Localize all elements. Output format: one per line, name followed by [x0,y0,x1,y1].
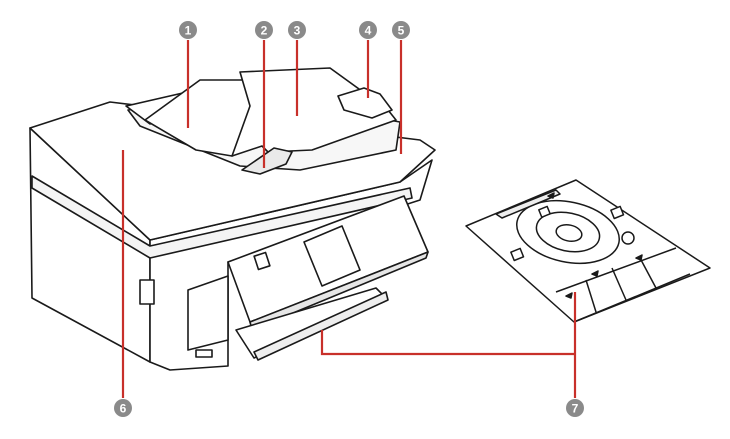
callout-4: 4 [359,21,377,39]
cd-disc-hub [555,223,583,243]
callout-number: 6 [120,402,127,416]
lcd-screen [303,225,361,287]
cd-tray-notch [621,231,635,245]
adf-tray-extension [337,87,393,119]
panel-button [253,251,271,271]
output-tray-front [253,291,389,361]
cd-tray-marker-right [610,205,625,220]
callout-badge-circle [179,21,197,39]
scanner-lid-edge [31,175,413,259]
callout-5: 5 [392,21,410,39]
callout-number: 3 [294,24,301,38]
callout-badge-circle [114,399,132,417]
cd-tray-marker-top [538,205,551,218]
callout-number: 1 [185,24,192,38]
callout-badges: 1 2 3 4 5 6 7 [114,21,584,417]
memory-card-slots [187,275,229,351]
callout-badge-circle [392,21,410,39]
cd-tray-marker-left [510,247,525,262]
leader-line-7 [320,292,577,398]
adf-edge-guide [241,147,293,175]
callout-badge-circle [288,21,306,39]
callout-badge-circle [359,21,377,39]
callout-2: 2 [255,21,273,39]
callout-badge-circle [566,399,584,417]
cd-tray-slot-top [495,189,561,219]
callout-1: 1 [179,21,197,39]
callout-number: 4 [365,24,372,38]
callout-3: 3 [288,21,306,39]
callout-badge-circle [255,21,273,39]
cd-tray-handle-grid [555,247,691,323]
cd-dvd-tray [465,179,711,323]
cd-tray-arrows [547,192,643,299]
callout-number: 7 [572,402,579,416]
usb-port [195,349,213,358]
callout-6: 6 [114,399,132,417]
callout-number: 5 [398,24,405,38]
side-card-slot [139,279,155,305]
printer-illustration [29,67,436,371]
callout-7: 7 [566,399,584,417]
callout-number: 2 [261,24,268,38]
callout-leader-lines [121,40,577,398]
